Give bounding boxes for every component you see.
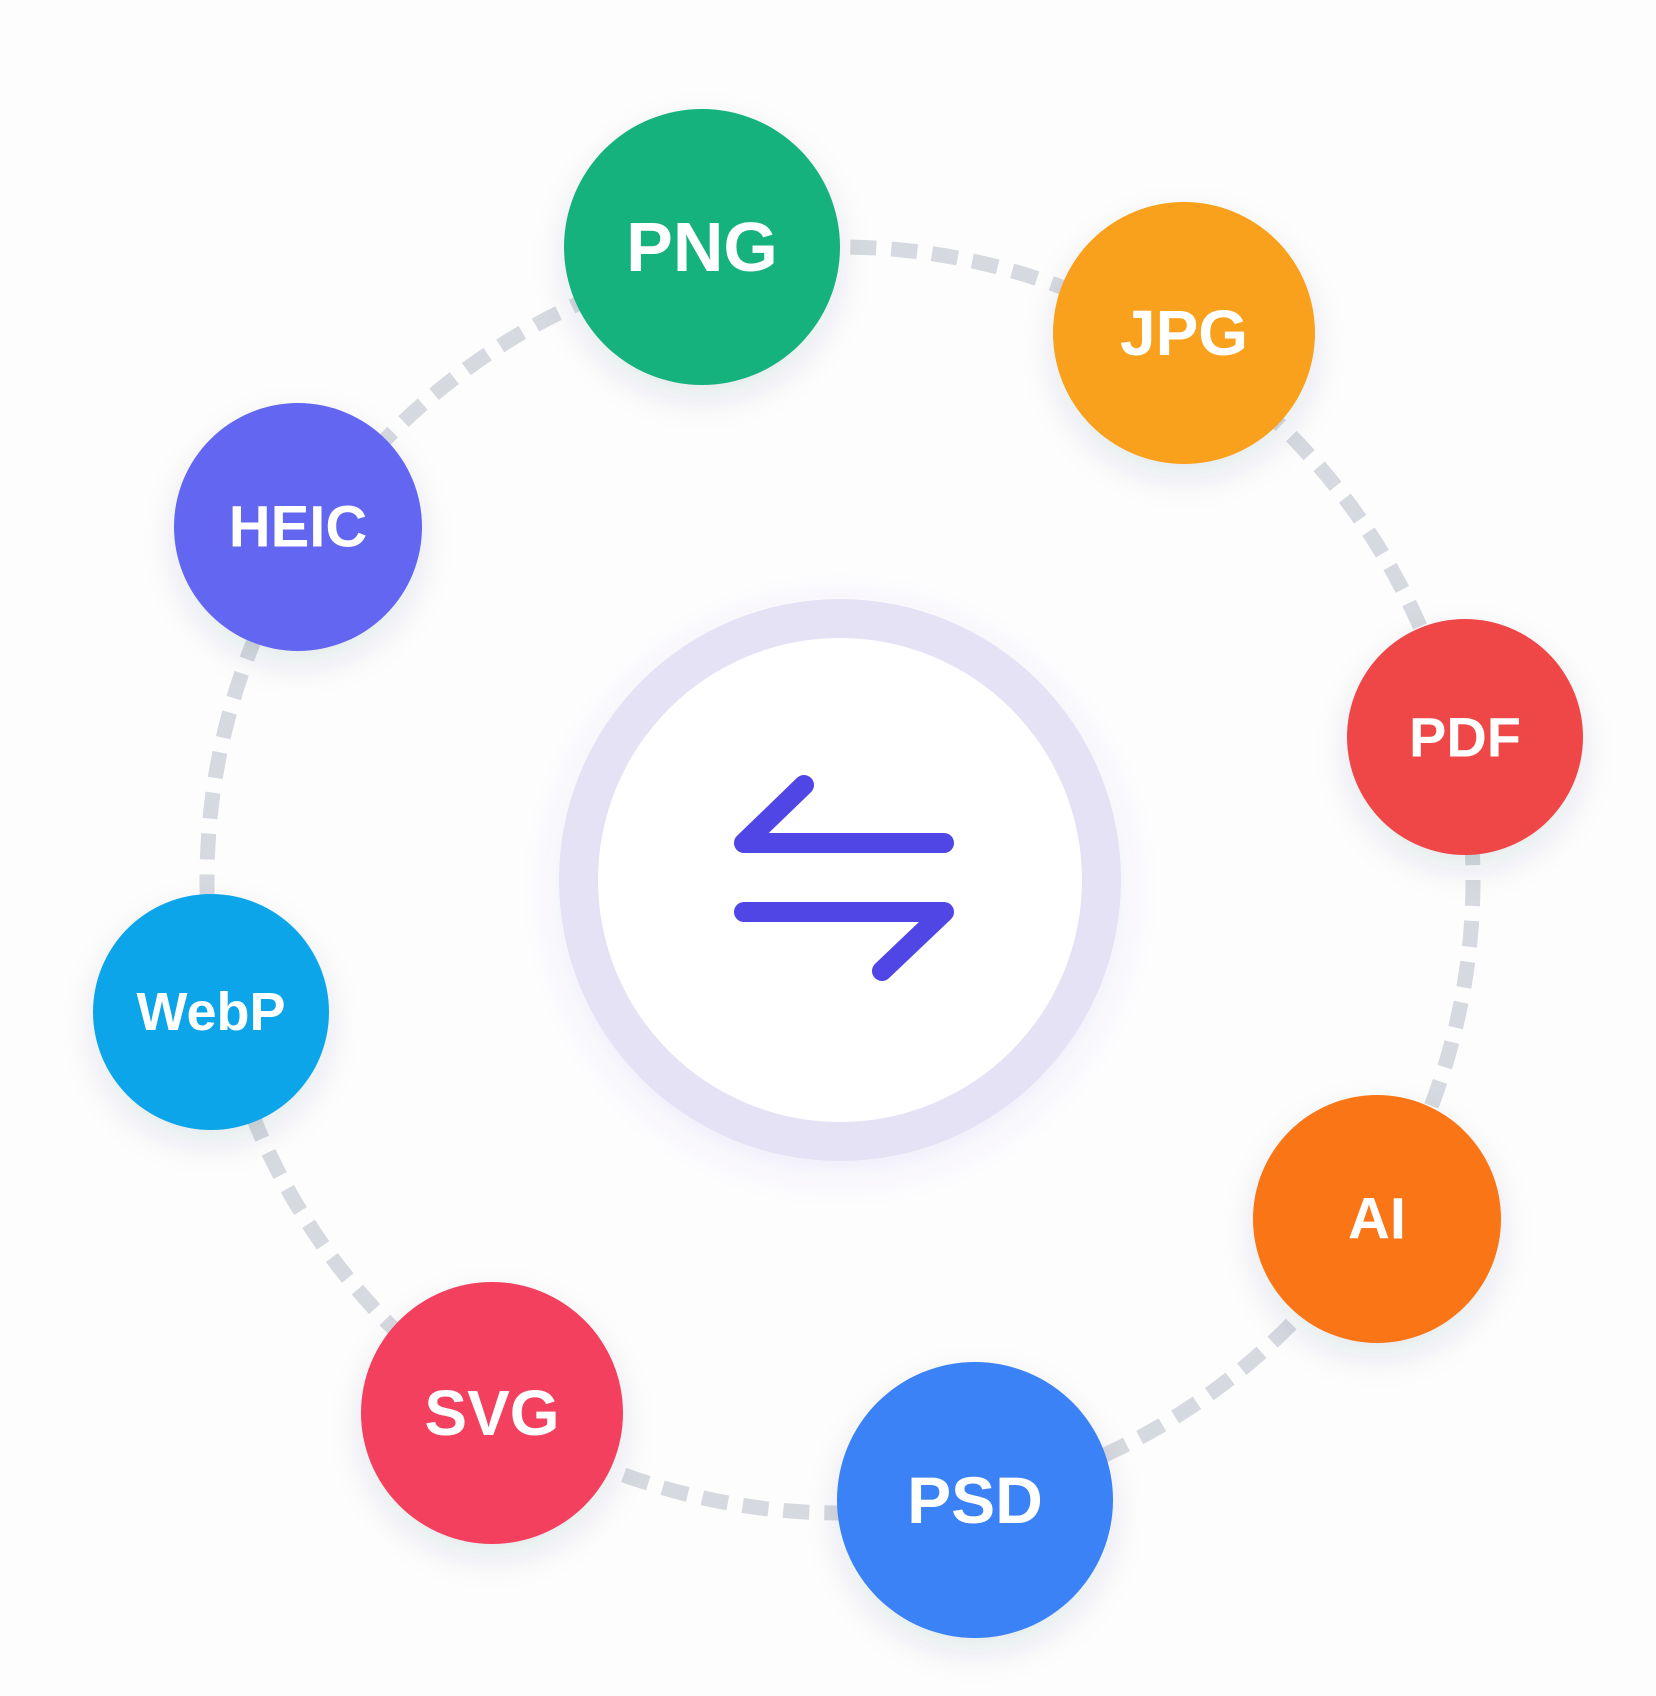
converter-hub [559,599,1121,1161]
format-circle-svg [361,1282,623,1544]
format-circle-webp [93,894,329,1130]
format-bubbles: PNG JPG PDF AI PSD SVG WebP HEIC [93,109,1583,1638]
format-label-jpg: JPG [1120,297,1248,369]
format-circle-ai [1253,1095,1501,1343]
format-bubble-psd: PSD [837,1362,1113,1638]
format-bubble-svg: SVG [361,1282,623,1544]
format-label-svg: SVG [424,1377,559,1449]
hub-inner-circle [598,638,1082,1122]
format-circle-jpg [1053,202,1315,464]
format-label-heic: HEIC [229,495,368,560]
convert-arrows-icon [734,775,954,981]
format-bubble-png: PNG [564,109,840,385]
format-label-webp: WebP [136,982,285,1042]
format-bubble-webp: WebP [93,894,329,1130]
format-circle-psd [837,1362,1113,1638]
format-label-png: PNG [626,208,778,286]
format-label-ai: AI [1348,1187,1406,1252]
format-circle-pdf [1347,619,1583,855]
format-label-pdf: PDF [1409,706,1521,769]
format-bubble-jpg: JPG [1053,202,1315,464]
format-bubble-ai: AI [1253,1095,1501,1343]
format-circle-heic [174,403,422,651]
format-bubble-heic: HEIC [174,403,422,651]
format-bubble-pdf: PDF [1347,619,1583,855]
format-circle-png [564,109,840,385]
format-label-psd: PSD [907,1463,1043,1537]
